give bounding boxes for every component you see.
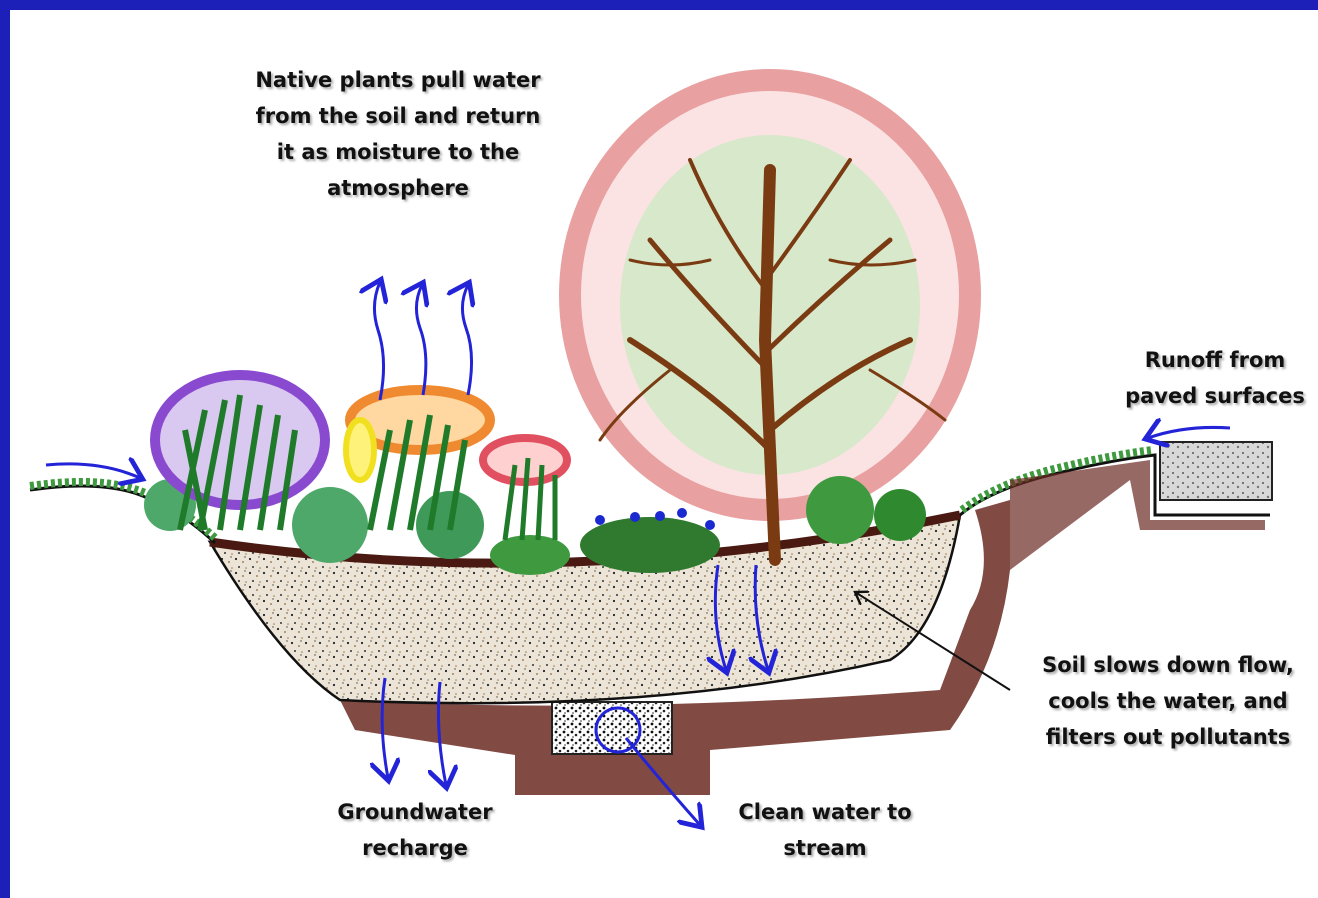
rain-garden-illustration [10,10,1318,898]
rain-garden-diagram: Native plants pull water from the soil a… [10,10,1318,898]
groundwater-label: Groundwater recharge [310,794,520,866]
soil-label: Soil slows down flow, cools the water, a… [1020,647,1316,755]
runoff-label: Runoff from paved surfaces [1110,342,1318,414]
clean-water-label: Clean water to stream [710,794,940,866]
paved-surface [1160,442,1272,500]
inflow-arrow-left [46,464,140,478]
pink-flower-clump [483,438,567,540]
transpiration-label: Native plants pull water from the soil a… [208,62,588,206]
transpiration-arrows [374,282,471,400]
runoff-arrow [1148,427,1230,438]
